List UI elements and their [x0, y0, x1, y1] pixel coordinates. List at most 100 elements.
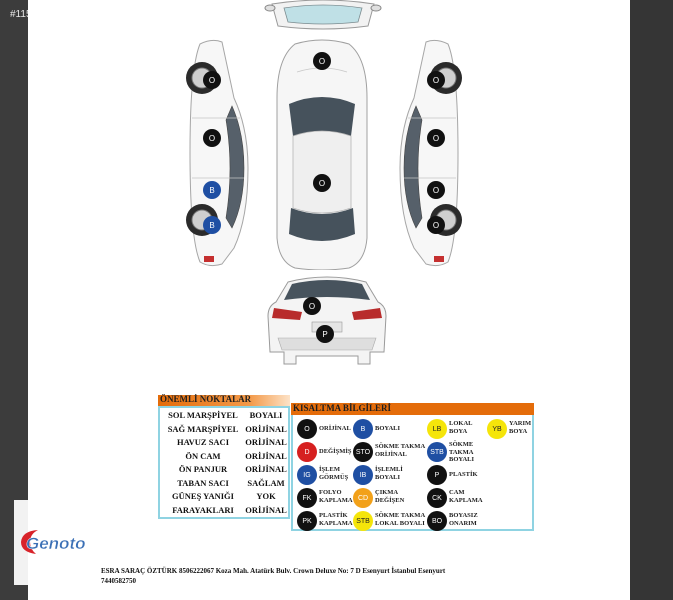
legend-text: İŞLEM GÖRMÜŞ	[319, 466, 349, 481]
legend-text: SÖKME TAKMA BOYALI	[449, 441, 475, 463]
legend-text: SÖKME TAKMA ORİJİNAL	[375, 443, 425, 458]
legend-item: BO BOYASIZ ONARIM	[427, 510, 483, 532]
car-front-partial-view	[264, 0, 382, 30]
legend-text: ORİJİNAL	[319, 425, 351, 432]
legend-title: KISALTMA BİLGİLERİ	[293, 403, 391, 413]
legend-text: LOKAL BOYA	[449, 420, 473, 435]
right-dark-margin	[630, 0, 673, 600]
legend-text: DEĞİŞMİŞ	[319, 448, 352, 455]
legend-code-dot: LB	[427, 419, 447, 439]
legend-text: CAM KAPLAMA	[449, 489, 483, 504]
legend-item: FK FOLYO KAPLAMA	[297, 487, 353, 509]
legend-code-dot: PK	[297, 511, 317, 531]
legend-item: CK CAM KAPLAMA	[427, 487, 483, 509]
row-label: GÜNEŞ YANIĞI	[172, 491, 234, 501]
row-label: ÖN CAM	[185, 450, 221, 461]
genoto-logo: Genoto	[21, 530, 86, 554]
legend-item: STB SÖKME TAKMA LOKAL BOYALI	[353, 510, 425, 532]
row-label: ÖN PANJUR	[178, 464, 228, 474]
legend-body: O ORİJİNAL B BOYALI LB LOKAL BOYA YB YAR…	[291, 415, 534, 531]
row-label: TABAN SACI	[177, 477, 229, 488]
legend-item: PK PLASTİK KAPLAMA	[297, 510, 353, 532]
row-label: SAĞ MARŞPİYEL	[167, 423, 239, 434]
legend-item: YB YARIM BOYA	[487, 418, 533, 440]
marker-roof: O	[313, 174, 331, 192]
legend-code-dot: P	[427, 465, 447, 485]
car-top-view	[276, 39, 368, 270]
legend-code-dot: D	[297, 442, 317, 462]
important-points-body: SOL MARŞPİYEL BOYALI SAĞ MARŞPİYEL ORİJİNA…	[158, 406, 290, 519]
row-value: ORİJİNAL	[245, 504, 287, 515]
row-label: SOL MARŞPİYEL	[168, 410, 238, 420]
row-value: BOYALI	[249, 410, 283, 420]
marker-rear-bumper: P	[316, 325, 334, 343]
marker-left-rear-fender: B	[203, 216, 221, 234]
table-row: SOL MARŞPİYEL BOYALI	[160, 409, 288, 423]
row-value: YOK	[256, 491, 276, 501]
legend-text: FOLYO KAPLAMA	[319, 489, 353, 504]
legend-code-dot: STB	[353, 511, 373, 531]
legend-item: IG İŞLEM GÖRMÜŞ	[297, 464, 349, 486]
table-row: ÖN CAM ORİJİNAL	[160, 450, 288, 464]
row-label: FARAYAKLARI	[172, 504, 234, 515]
dealer-tax-number: 7440582750	[101, 577, 136, 585]
legend-code-dot: CD	[353, 488, 373, 508]
dealer-address-line: ESRA SARAÇ ÖZTÜRK 8506222067 Koza Mah. A…	[101, 567, 446, 575]
legend-code-dot: BO	[427, 511, 447, 531]
legend-item: B BOYALI	[353, 418, 425, 440]
marker-trunk: O	[303, 297, 321, 315]
marker-left-front-door: O	[203, 129, 221, 147]
marker-left-front-fender: O	[203, 71, 221, 89]
legend-code-dot: IG	[297, 465, 317, 485]
row-label: HAVUZ SACI	[176, 437, 230, 447]
legend-item: CD ÇIKMA DEĞİŞEN	[353, 487, 425, 509]
table-row: HAVUZ SACI ORİJİNAL	[160, 436, 288, 450]
legend-text: PLASTİK	[449, 471, 478, 478]
legend-code-dot: STO	[353, 442, 373, 462]
legend-text: İŞLEMLİ BOYALI	[375, 466, 403, 481]
row-value: ORİJİNAL	[245, 423, 287, 434]
marker-right-rear-fender: O	[427, 216, 445, 234]
legend-code-dot: YB	[487, 419, 507, 439]
legend-text: BOYASIZ ONARIM	[449, 512, 478, 527]
legend-text: YARIM BOYA	[509, 420, 532, 435]
legend-item: STB SÖKME TAKMA BOYALI	[427, 441, 483, 463]
legend-item: O ORİJİNAL	[297, 418, 351, 440]
row-value: ORİJİNAL	[245, 437, 287, 447]
left-light-strip	[14, 500, 28, 585]
marker-left-rear-door: B	[203, 181, 221, 199]
legend-item: LB LOKAL BOYA	[427, 418, 483, 440]
genoto-logo-text: Genoto	[26, 534, 86, 553]
legend-code-dot: B	[353, 419, 373, 439]
table-row: GÜNEŞ YANIĞI YOK	[160, 490, 288, 504]
car-left-side-view	[186, 39, 249, 267]
marker-right-front-fender: O	[427, 71, 445, 89]
important-points-table: ÖNEMLİ NOKTALAR SOL MARŞPİYEL BOYALI SAĞ …	[157, 394, 290, 519]
legend-item: D DEĞİŞMİŞ	[297, 441, 352, 463]
marker-right-front-door: O	[427, 129, 445, 147]
table-row: FARAYAKLARI ORİJİNAL	[160, 504, 288, 518]
legend-text: SÖKME TAKMA LOKAL BOYALI	[375, 512, 425, 527]
important-points-header: ÖNEMLİ NOKTALAR	[158, 394, 290, 406]
row-value: ORİJİNAL	[245, 464, 287, 474]
row-value: ORİJİNAL	[245, 450, 287, 461]
legend-code-dot: O	[297, 419, 317, 439]
table-row: SAĞ MARŞPİYEL ORİJİNAL	[160, 423, 288, 437]
row-value: SAĞLAM	[247, 477, 285, 488]
legend-item: IB İŞLEMLİ BOYALI	[353, 464, 425, 486]
table-row: TABAN SACI SAĞLAM	[160, 477, 288, 491]
legend-code-dot: CK	[427, 488, 447, 508]
dealer-address: ESRA SARAÇ ÖZTÜRK 8506222067 Koza Mah. A…	[101, 566, 445, 586]
legend-text: BOYALI	[375, 425, 401, 432]
legend-code-dot: FK	[297, 488, 317, 508]
legend-code-dot: IB	[353, 465, 373, 485]
marker-right-rear-door: O	[427, 181, 445, 199]
marker-front-top: O	[313, 52, 331, 70]
legend-header: KISALTMA BİLGİLERİ	[291, 403, 534, 415]
legend-text: PLASTİK KAPLAMA	[319, 512, 353, 527]
abbreviation-legend: KISALTMA BİLGİLERİ O ORİJİNAL B BOYALI L…	[291, 403, 534, 531]
car-rear-view	[267, 276, 387, 365]
table-row: ÖN PANJUR ORİJİNAL	[160, 463, 288, 477]
legend-item: STO SÖKME TAKMA ORİJİNAL	[353, 441, 425, 463]
legend-text: ÇIKMA DEĞİŞEN	[375, 489, 405, 504]
